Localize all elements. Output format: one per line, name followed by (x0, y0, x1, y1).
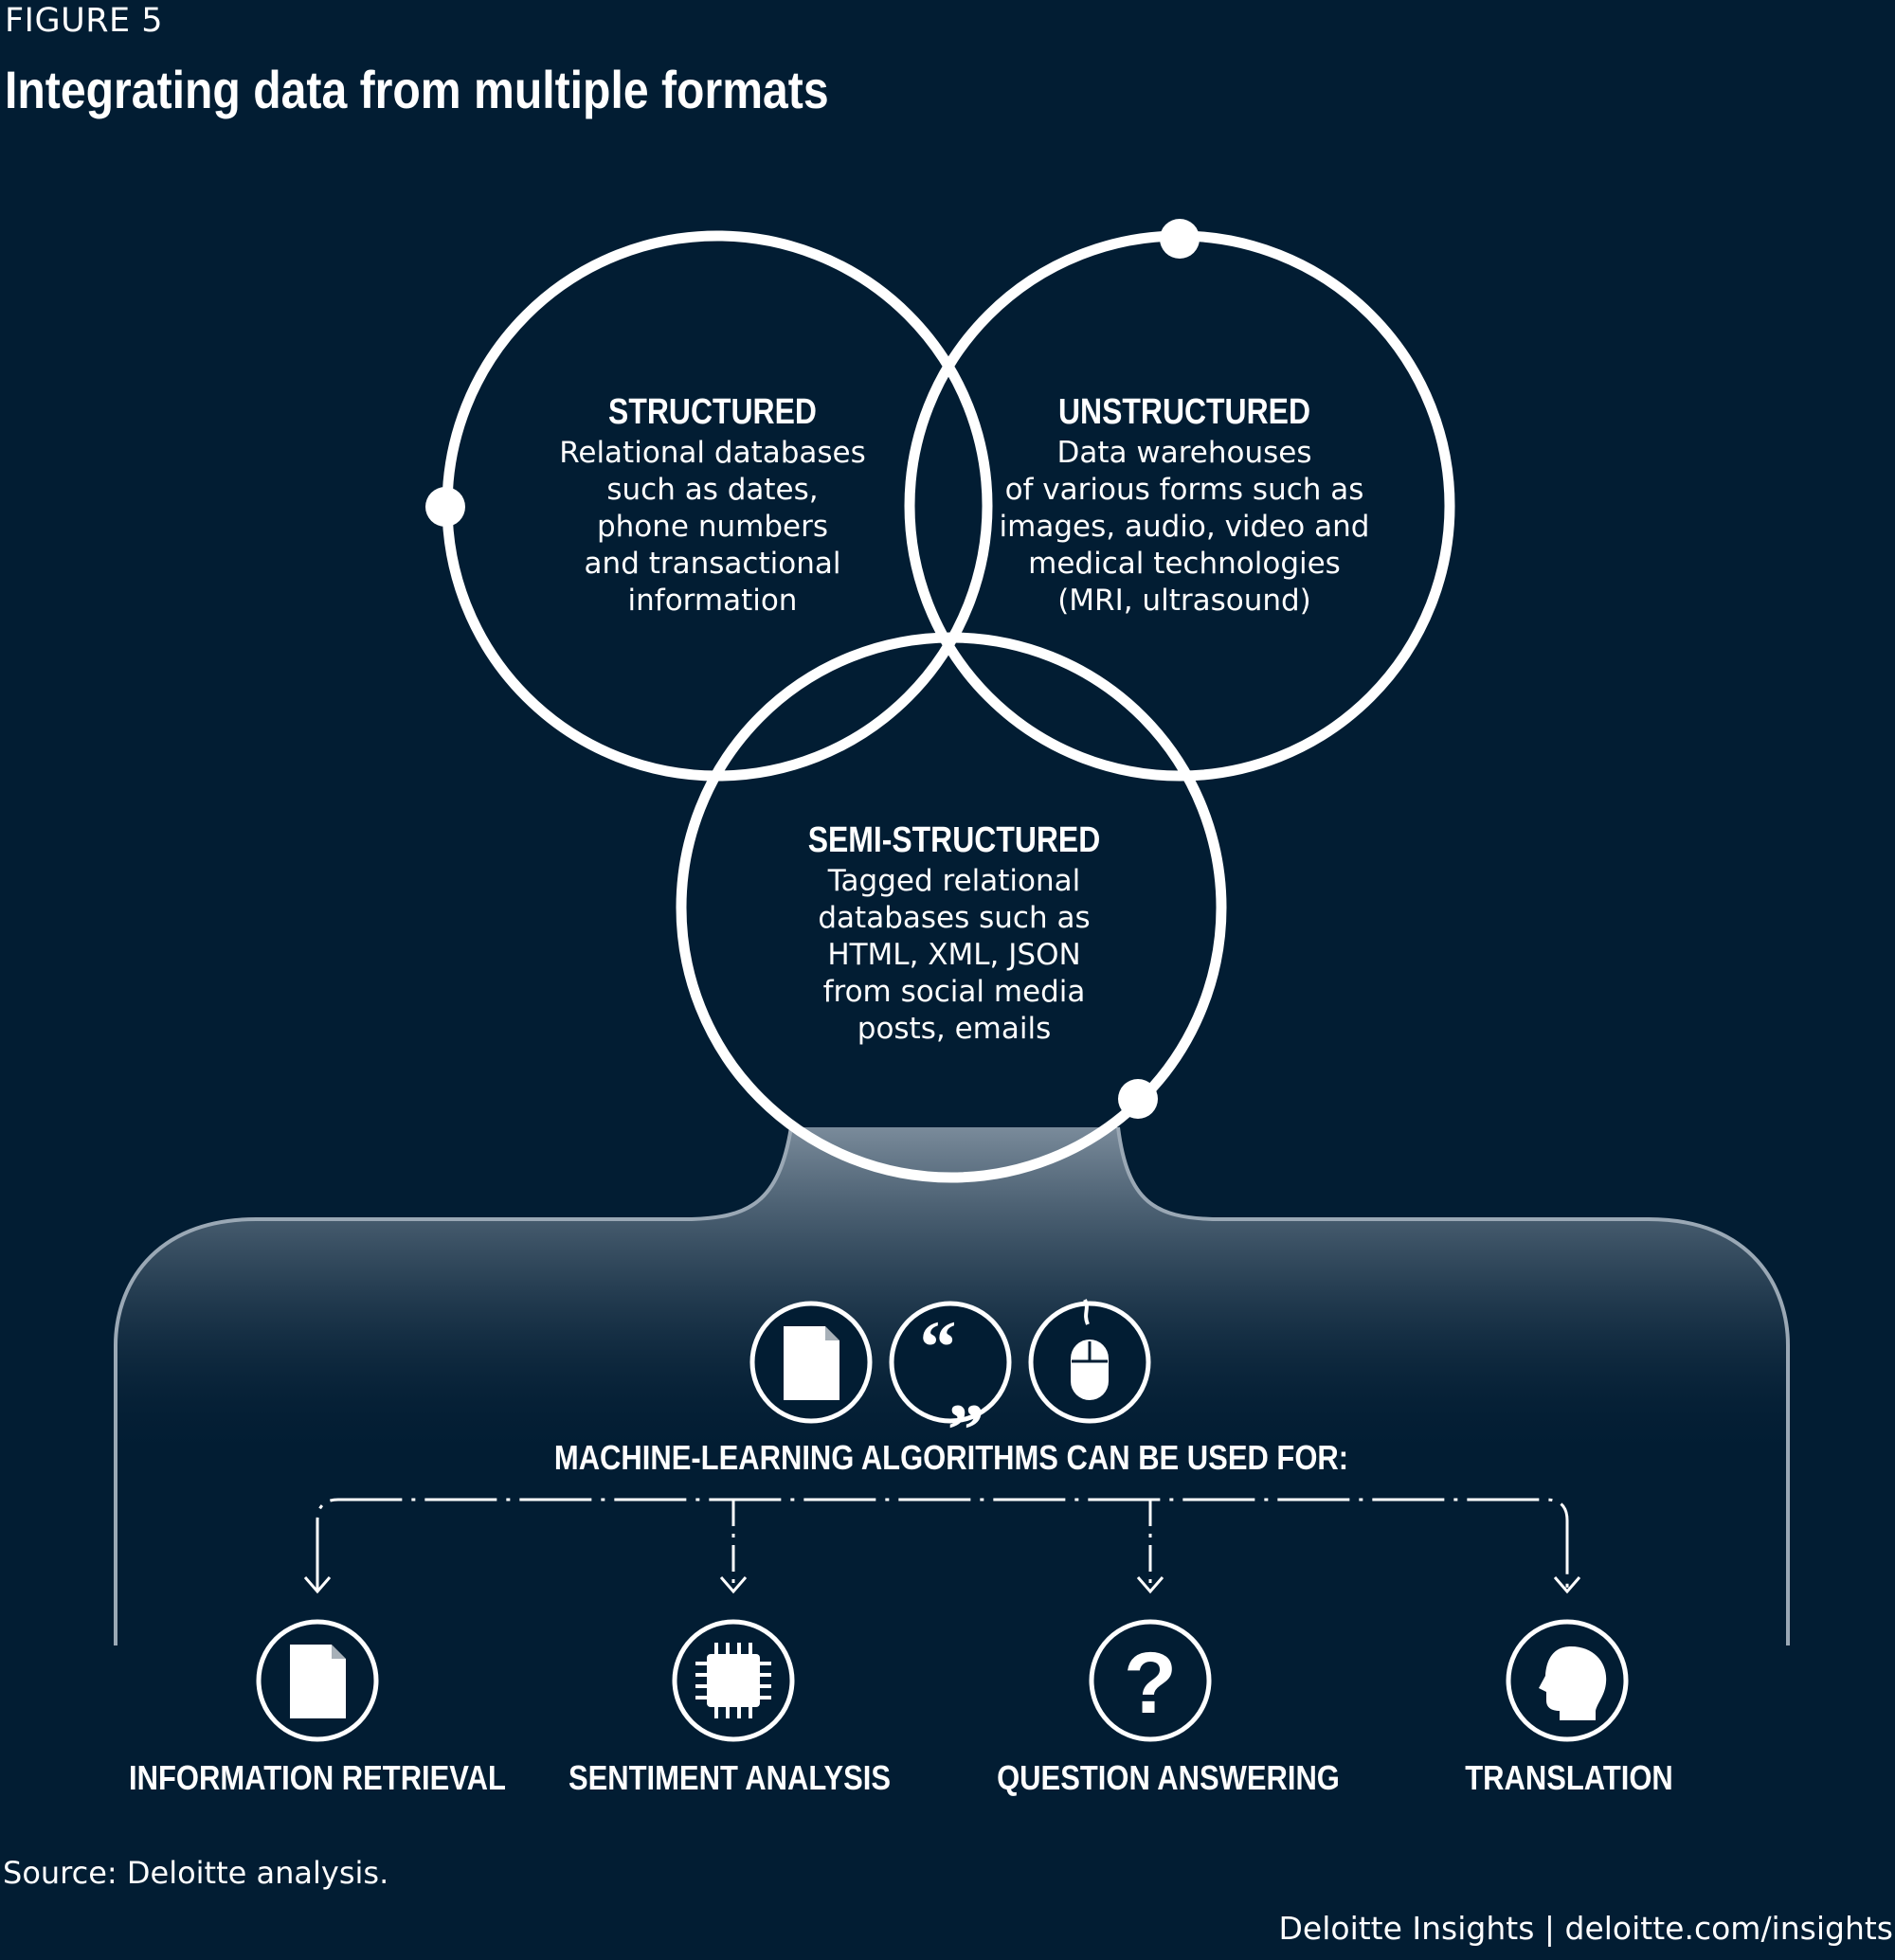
credit-line: Deloitte Insights | deloitte.com/insight… (1278, 1910, 1894, 1947)
figure-label: FIGURE 5 (5, 2, 164, 40)
svg-text:?: ? (1124, 1635, 1177, 1732)
page-title: Integrating data from multiple formats (5, 60, 829, 119)
unstructured-description: Data warehouses of various forms such as… (999, 436, 1370, 618)
use-label-information-retrieval: INFORMATION RETRIEVAL (129, 1758, 506, 1797)
mouse-icon (1028, 1299, 1151, 1424)
unstructured-heading: UNSTRUCTURED (1058, 392, 1310, 432)
head-icon (1506, 1619, 1629, 1742)
tray-shape (114, 1126, 1790, 1645)
connector-lines (303, 1498, 1581, 1594)
structured-description: Relational databases such as dates, phon… (559, 436, 866, 618)
question-icon: ? (1089, 1619, 1212, 1742)
chip-icon (672, 1619, 795, 1742)
svg-text:“: “ (920, 1305, 957, 1388)
source-note: Source: Deloitte analysis. (3, 1855, 389, 1891)
use-label-sentiment-analysis: SENTIMENT ANALYSIS (568, 1758, 892, 1797)
document-icon (256, 1619, 379, 1742)
semi-structured-marker-dot (1118, 1079, 1158, 1119)
semi-structured-description: Tagged relational databases such as HTML… (818, 864, 1091, 1046)
structured-label: STRUCTURED Relational databases such as … (528, 392, 897, 620)
ml-heading: MACHINE-LEARNING ALGORITHMS CAN BE USED … (553, 1438, 1349, 1477)
use-label-translation: TRANSLATION (1465, 1758, 1673, 1797)
semi-structured-heading: SEMI-STRUCTURED (807, 820, 1101, 860)
unstructured-label: UNSTRUCTURED Data warehouses of various … (981, 392, 1388, 620)
structured-marker-dot (425, 487, 465, 527)
semi-structured-label: SEMI-STRUCTURED Tagged relational databa… (755, 820, 1153, 1048)
semi-structured-circle (676, 632, 1227, 1183)
unstructured-marker-dot (1160, 219, 1200, 259)
svg-text:„: „ (948, 1350, 985, 1432)
format-icons-row: “ „ (749, 1299, 1151, 1432)
use-label-question-answering: QUESTION ANSWERING (997, 1758, 1340, 1797)
quote-icon: “ „ (889, 1301, 1012, 1432)
use-icons-row: ? (256, 1619, 1629, 1742)
document-icon (749, 1301, 873, 1424)
venn-diagram (425, 219, 1455, 1183)
structured-heading: STRUCTURED (608, 392, 817, 432)
